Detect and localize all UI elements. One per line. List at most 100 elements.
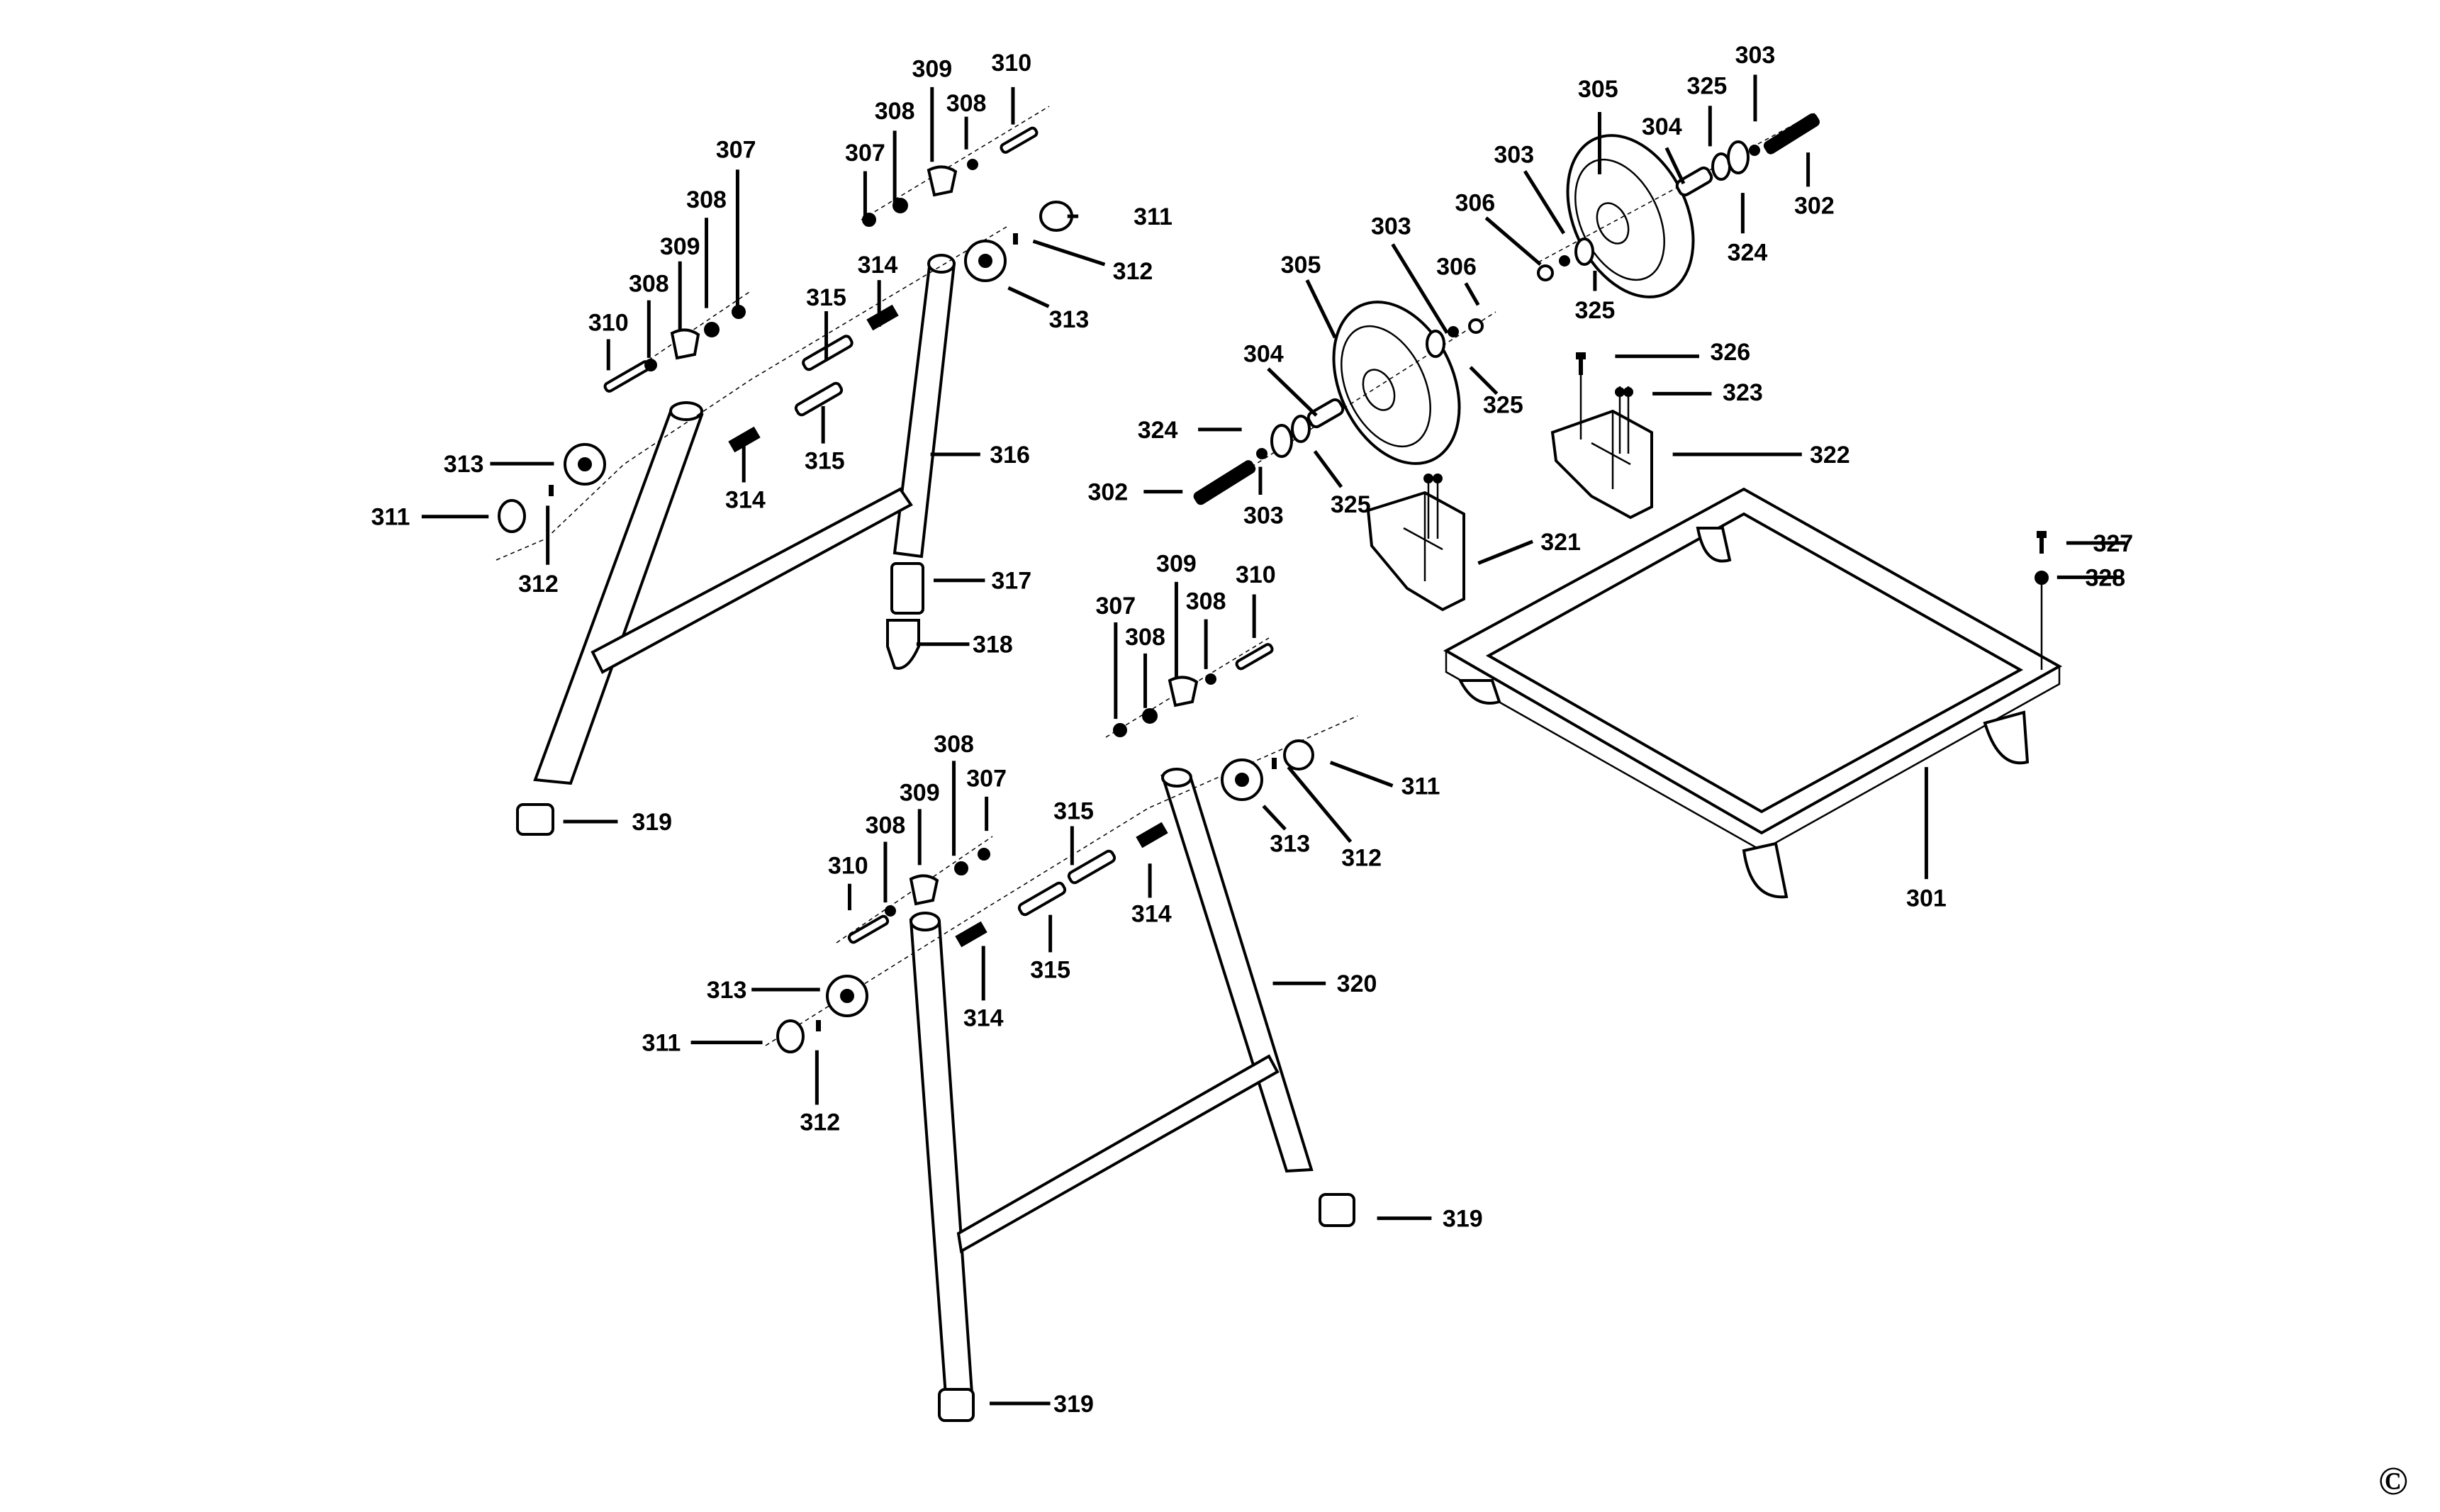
callout-324: 324 (1728, 193, 1767, 267)
callout-312: 312 (1287, 766, 1382, 871)
bolt-302 (1763, 113, 1820, 155)
callout-315: 315 (1030, 914, 1070, 983)
callout-307: 307 (845, 140, 885, 218)
wheel-305 (1332, 301, 1461, 465)
part-number-label: 305 (1281, 252, 1321, 279)
knob-313-hub (578, 457, 592, 471)
part-number-label: 308 (934, 731, 974, 758)
washer-308 (885, 905, 896, 917)
part-number-label: 308 (1186, 588, 1226, 615)
spring-314 (866, 304, 899, 331)
part-number-label: 322 (1810, 442, 1850, 469)
leader-line (1262, 805, 1287, 831)
part-number-label: 310 (588, 309, 629, 336)
part-number-label: 313 (1049, 306, 1090, 333)
callout-313: 313 (1007, 286, 1090, 333)
part-number-label: 312 (1341, 844, 1382, 871)
cap-311 (1039, 201, 1073, 232)
callout-303: 303 (1243, 466, 1284, 530)
leader-line (1477, 539, 1534, 565)
callout-311: 311 (1067, 203, 1173, 230)
screw-326 (1576, 352, 1586, 375)
part-number-label: 314 (963, 1005, 1004, 1032)
wheel-305 (1566, 134, 1695, 298)
part-number-label: 306 (1436, 253, 1477, 280)
callout-305: 305 (1578, 76, 1618, 174)
parts-artwork (496, 106, 2063, 1422)
part-number-label: 315 (806, 284, 846, 311)
callout-314: 314 (858, 252, 897, 327)
callout-318: 318 (916, 632, 1013, 659)
callout-317: 317 (934, 568, 1031, 595)
caster (1696, 527, 1732, 563)
callout-316: 316 (930, 442, 1030, 469)
leg-tube-316-top (927, 254, 956, 274)
bracket-321 (1366, 491, 1465, 612)
callout-309: 309 (660, 233, 700, 330)
part-number-label: 307 (1095, 593, 1136, 620)
part-number-label: 308 (686, 186, 727, 213)
callout-304: 304 (1642, 113, 1686, 185)
callout-315: 315 (805, 405, 845, 475)
washer-308 (967, 159, 978, 170)
callout-310: 310 (828, 852, 868, 911)
latch-309 (670, 328, 700, 360)
pin-315 (794, 381, 844, 417)
bolt-310 (603, 360, 651, 393)
callout-309: 309 (1156, 551, 1197, 679)
part-number-label: 325 (1687, 73, 1728, 100)
part-number-label: 310 (1236, 561, 1276, 588)
leg-tube-left (533, 405, 704, 785)
callout-313: 313 (444, 451, 554, 478)
latch-309 (909, 874, 939, 906)
callout-304: 304 (1243, 340, 1318, 417)
part-number-label: 308 (1125, 624, 1165, 651)
lower-leg-assembly (765, 637, 1358, 1422)
part-number-label: 314 (725, 487, 766, 514)
wheel-305-rim (1341, 325, 1431, 448)
part-number-label: 319 (1443, 1206, 1483, 1233)
callout-313: 313 (1262, 805, 1310, 858)
leg-tube-316 (892, 259, 956, 559)
caster (1983, 710, 2030, 765)
washer-308 (644, 359, 657, 371)
part-number-label: 303 (1735, 42, 1776, 69)
part-number-label: 311 (371, 504, 410, 531)
callout-325: 325 (1575, 270, 1615, 324)
part-number-label: 313 (444, 451, 484, 478)
pin-315 (1067, 849, 1117, 885)
part-number-label: 308 (629, 270, 669, 297)
part-number-label: 316 (990, 442, 1030, 469)
part-number-label: 309 (660, 233, 700, 260)
nut-303 (1749, 145, 1760, 156)
callout-322: 322 (1672, 442, 1850, 469)
part-number-label: 325 (1483, 392, 1523, 419)
part-number-label: 301 (1906, 885, 1947, 912)
part-number-label: 313 (707, 977, 747, 1004)
part-number-label: 309 (1156, 551, 1197, 578)
callout-307: 307 (966, 766, 1007, 831)
part-number-label: 303 (1243, 503, 1284, 530)
callout-312: 312 (1032, 239, 1153, 285)
cap-311 (498, 499, 526, 533)
connector-317 (890, 562, 924, 615)
spring-314 (955, 921, 987, 948)
leader-line (1523, 170, 1566, 235)
callout-303: 303 (1371, 213, 1449, 335)
frame-301-drawing (1443, 487, 2063, 899)
foot-cap-319-a (516, 803, 554, 836)
part-number-label: 303 (1371, 213, 1411, 240)
part-number-label: 307 (716, 137, 756, 164)
washer-308 (1142, 708, 1158, 724)
part-number-label: 311 (642, 1030, 681, 1057)
pin-312 (1272, 758, 1277, 769)
part-number-label: 307 (966, 766, 1007, 793)
callout-314: 314 (963, 946, 1004, 1032)
leg-cross-bar (591, 487, 913, 674)
leg-tube-top (910, 912, 941, 931)
nut-307 (1113, 723, 1127, 737)
part-number-label: 309 (900, 779, 940, 806)
callout-323: 323 (1652, 379, 1763, 406)
callout-305: 305 (1281, 252, 1337, 339)
assembly-axis (861, 106, 1050, 220)
